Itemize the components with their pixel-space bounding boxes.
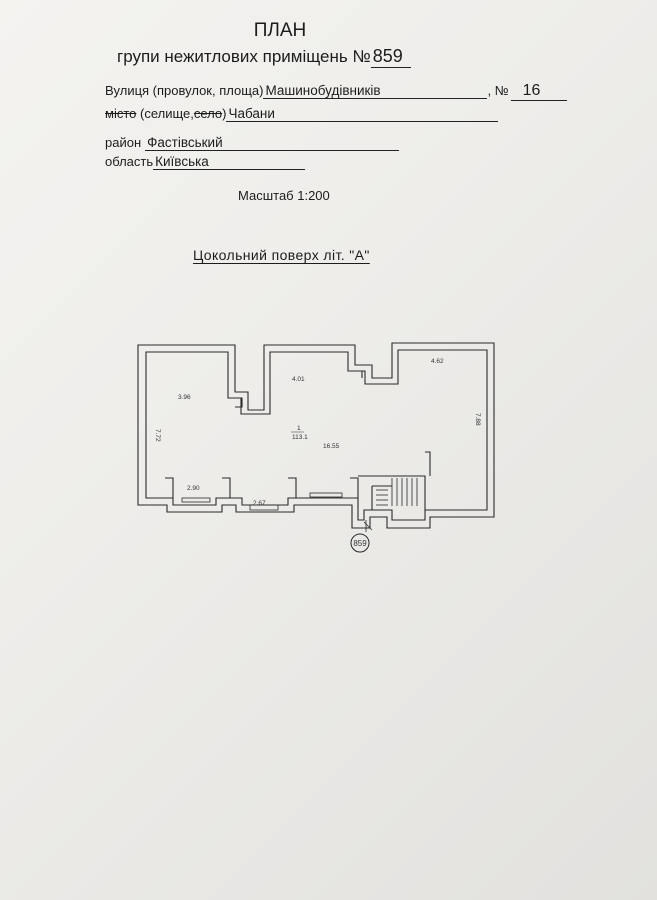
street-label: Вулиця (провулок, площа): [105, 83, 264, 98]
street-value: Машинобудівників: [263, 83, 488, 99]
dim-center-length: 16.55: [323, 443, 340, 450]
subtitle-prefix: групи нежитлових приміщень №: [117, 47, 371, 66]
dim-bottom-left: 2.90: [187, 485, 200, 492]
city-label-struck: місто: [105, 106, 137, 121]
dim-left-wall: 7.72: [154, 429, 161, 442]
scale-label: Масштаб 1:200: [238, 188, 330, 203]
district-label: район: [105, 135, 142, 150]
stair-outline: [358, 475, 426, 510]
dim-bottom-mid: 2.67: [253, 500, 266, 507]
stair-treads: [376, 478, 418, 506]
house-label: , №: [487, 83, 509, 98]
dim-left-room: 3.96: [178, 394, 191, 401]
city-label-end: ): [222, 106, 227, 121]
dim-right-wall: 7.88: [474, 413, 481, 426]
room-area: 113.1: [292, 434, 308, 441]
district-value: Фастівський: [145, 135, 400, 151]
plan-number: 859: [370, 46, 411, 68]
street-row: Вулиця (провулок, площа)Машинобудівників…: [105, 82, 567, 101]
outer-wall-inner: [145, 349, 488, 521]
city-row: місто (селище,село)Чабани: [105, 106, 499, 122]
house-value: 16: [510, 82, 567, 101]
region-value: Київська: [153, 154, 306, 170]
group-marker-circle: [350, 533, 370, 553]
city-label-mid: (селище,: [136, 106, 194, 121]
dim-middle-room: 4.01: [292, 376, 305, 383]
region-label: область: [105, 154, 154, 169]
dim-right-room: 4.62: [431, 358, 444, 365]
room-number: 1: [297, 425, 301, 432]
page-title: ПЛАН: [253, 20, 307, 41]
outer-wall-outer: [137, 342, 495, 529]
city-label-struck2: село: [193, 106, 223, 121]
city-value: Чабани: [226, 106, 499, 122]
group-marker: 859: [353, 539, 367, 548]
floor-title: Цокольний поверх літ. "А": [193, 247, 370, 263]
